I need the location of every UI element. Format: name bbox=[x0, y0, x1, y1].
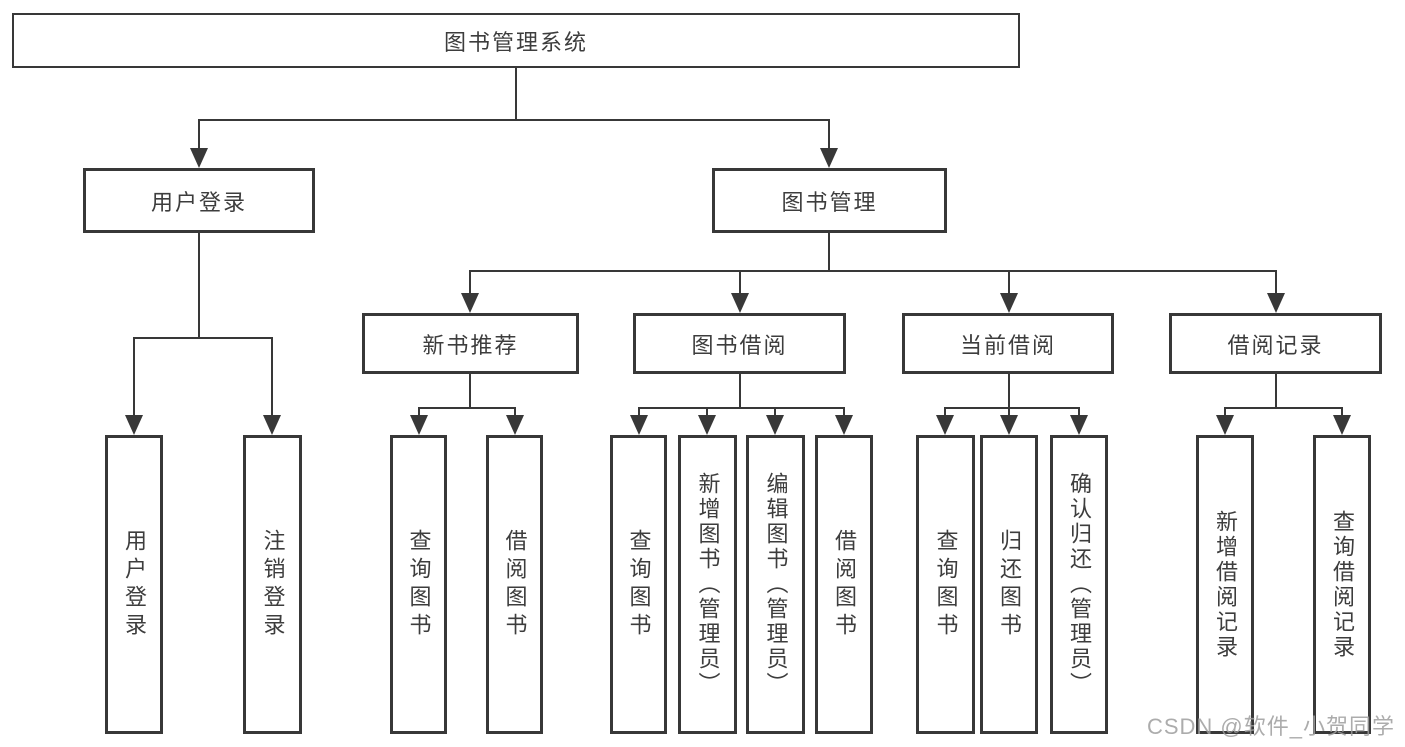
node-library-management-system: 图书管理系统 bbox=[12, 13, 1020, 68]
connector-vline bbox=[843, 407, 845, 417]
connector-vline bbox=[638, 407, 640, 417]
arrow-down-icon bbox=[506, 415, 524, 435]
connector-vline bbox=[1341, 407, 1343, 417]
connector-vline bbox=[1008, 374, 1010, 409]
node-return-book: 归还图书 bbox=[980, 435, 1038, 734]
node-borrowing-records: 借阅记录 bbox=[1169, 313, 1382, 374]
connector-hline bbox=[198, 119, 830, 121]
arrow-down-icon bbox=[1000, 415, 1018, 435]
arrow-down-icon bbox=[698, 415, 716, 435]
arrow-down-icon bbox=[731, 293, 749, 313]
connector-vline bbox=[198, 119, 200, 151]
arrow-down-icon bbox=[125, 415, 143, 435]
node-user-login: 用户登录 bbox=[83, 168, 315, 233]
connector-hline bbox=[944, 407, 1080, 409]
arrow-down-icon bbox=[936, 415, 954, 435]
connector-hline bbox=[133, 337, 273, 339]
connector-vline bbox=[469, 374, 471, 409]
arrow-down-icon bbox=[190, 148, 208, 168]
node-user-login-leaf: 用户登录 bbox=[105, 435, 163, 734]
connector-vline bbox=[706, 407, 708, 417]
node-logout: 注销登录 bbox=[243, 435, 302, 734]
connector-hline bbox=[638, 407, 845, 409]
arrow-down-icon bbox=[1000, 293, 1018, 313]
node-book-management: 图书管理 bbox=[712, 168, 947, 233]
arrow-down-icon bbox=[410, 415, 428, 435]
arrow-down-icon bbox=[263, 415, 281, 435]
node-new-book-recommend: 新书推荐 bbox=[362, 313, 579, 374]
arrow-down-icon bbox=[1267, 293, 1285, 313]
connector-vline bbox=[1275, 270, 1277, 296]
arrow-down-icon bbox=[1216, 415, 1234, 435]
node-edit-book-admin: 编辑图书（管理员） bbox=[746, 435, 805, 734]
connector-vline bbox=[418, 407, 420, 417]
connector-vline bbox=[739, 374, 741, 409]
node-query-books-borrowing: 查询图书 bbox=[610, 435, 667, 734]
arrow-down-icon bbox=[630, 415, 648, 435]
node-borrow-books: 借阅图书 bbox=[815, 435, 873, 734]
connector-hline bbox=[469, 270, 1277, 272]
connector-vline bbox=[1224, 407, 1226, 417]
node-add-book-admin: 新增图书（管理员） bbox=[678, 435, 737, 734]
csdn-watermark: CSDN @软件_小贺同学 bbox=[1146, 714, 1395, 739]
connector-vline bbox=[469, 270, 471, 296]
connector-vline bbox=[828, 119, 830, 151]
connector-vline bbox=[739, 270, 741, 296]
arrow-down-icon bbox=[461, 293, 479, 313]
arrow-down-icon bbox=[820, 148, 838, 168]
node-book-borrowing: 图书借阅 bbox=[633, 313, 846, 374]
connector-vline bbox=[271, 337, 273, 417]
connector-vline bbox=[1275, 374, 1277, 409]
connector-vline bbox=[198, 233, 200, 339]
connector-vline bbox=[515, 68, 517, 121]
arrow-down-icon bbox=[1333, 415, 1351, 435]
arrow-down-icon bbox=[766, 415, 784, 435]
node-query-books-current: 查询图书 bbox=[916, 435, 975, 734]
connector-vline bbox=[1078, 407, 1080, 417]
connector-vline bbox=[944, 407, 946, 417]
connector-vline bbox=[1008, 270, 1010, 296]
connector-hline bbox=[1224, 407, 1343, 409]
node-borrow-books-recommend: 借阅图书 bbox=[486, 435, 543, 734]
connector-hline bbox=[418, 407, 516, 409]
connector-vline bbox=[828, 233, 830, 272]
node-add-borrow-record: 新增借阅记录 bbox=[1196, 435, 1254, 734]
arrow-down-icon bbox=[1070, 415, 1088, 435]
arrow-down-icon bbox=[835, 415, 853, 435]
node-query-borrow-record: 查询借阅记录 bbox=[1313, 435, 1371, 734]
connector-vline bbox=[514, 407, 516, 417]
node-query-books-recommend: 查询图书 bbox=[390, 435, 447, 734]
node-confirm-return-admin: 确认归还（管理员） bbox=[1050, 435, 1108, 734]
connector-vline bbox=[1008, 407, 1010, 417]
node-current-borrowing: 当前借阅 bbox=[902, 313, 1114, 374]
connector-vline bbox=[133, 337, 135, 417]
connector-vline bbox=[774, 407, 776, 417]
